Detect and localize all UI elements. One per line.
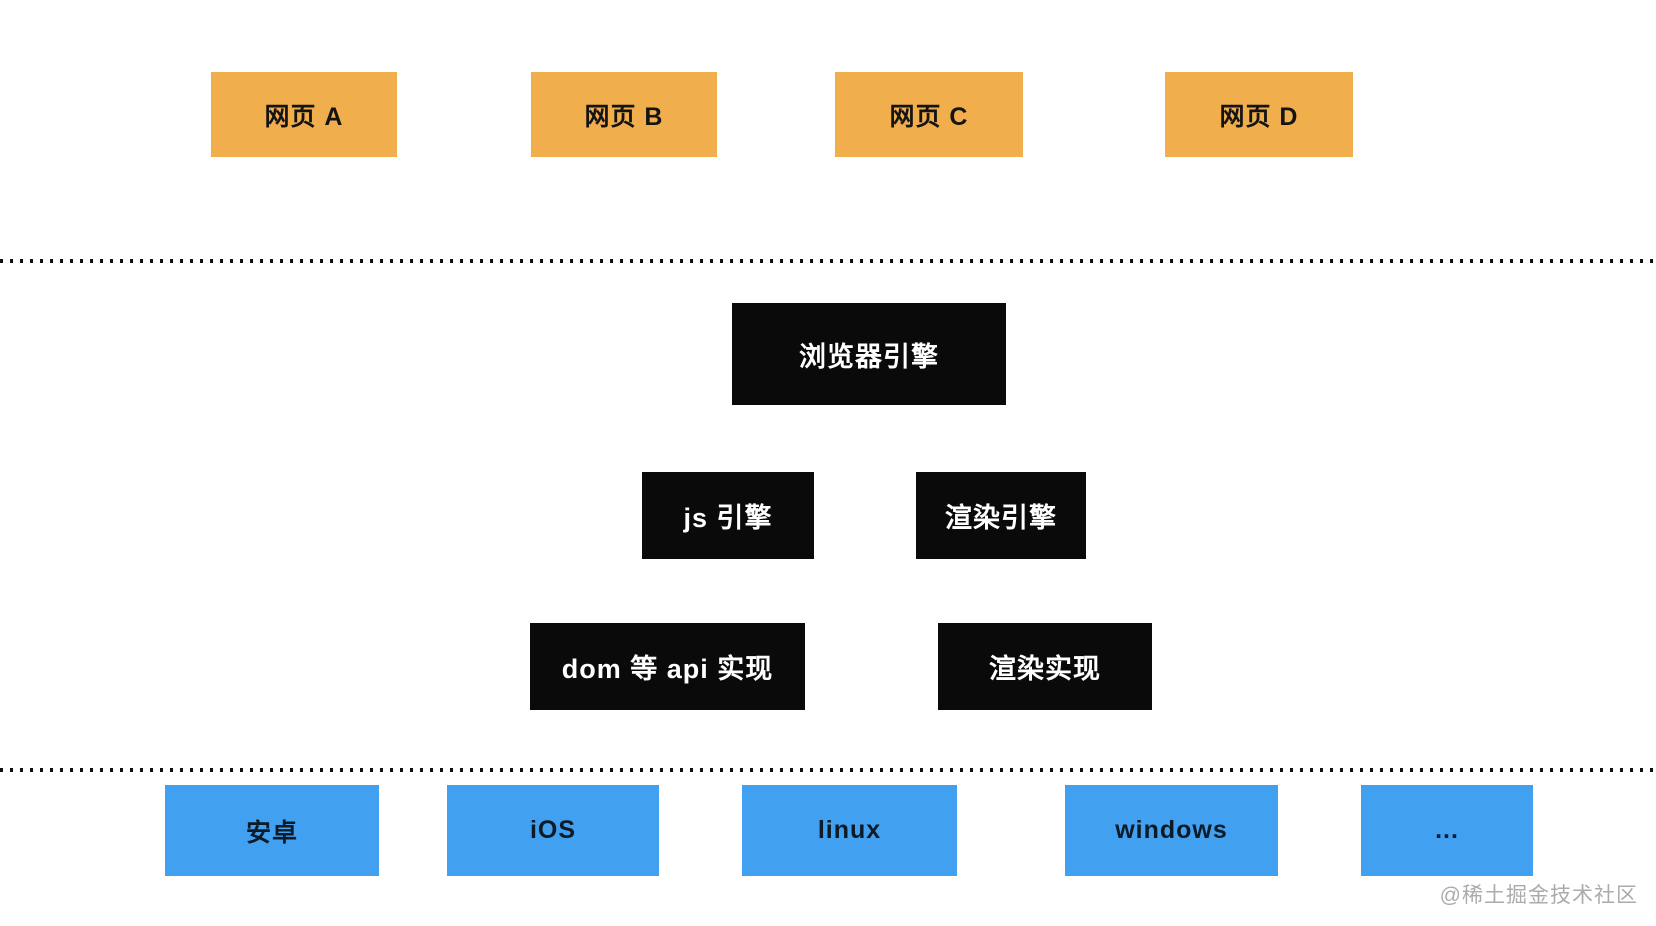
dom-api-implementation-box: dom 等 api 实现 <box>530 623 805 710</box>
js-engine-box: js 引擎 <box>642 472 814 559</box>
webpage-c-box: 网页 C <box>835 72 1023 157</box>
platform-box-linux: linux <box>742 785 957 876</box>
platform-box-more: ... <box>1361 785 1533 876</box>
render-implementation-box: 渲染实现 <box>938 623 1152 710</box>
platform-box-android: 安卓 <box>165 785 379 876</box>
platform-box-ios: iOS <box>447 785 659 876</box>
webpage-b-box: 网页 B <box>531 72 717 157</box>
platform-box-windows: windows <box>1065 785 1278 876</box>
juejin-watermark: @稀土掘金技术社区 <box>1439 884 1638 907</box>
render-engine-box: 渲染引擎 <box>916 472 1086 559</box>
webpage-a-box: 网页 A <box>211 72 397 157</box>
webpage-d-box: 网页 D <box>1165 72 1353 157</box>
dotted-divider-top <box>0 259 1656 263</box>
browser-engine-box: 浏览器引擎 <box>732 303 1006 405</box>
dotted-divider-bottom <box>0 768 1656 772</box>
